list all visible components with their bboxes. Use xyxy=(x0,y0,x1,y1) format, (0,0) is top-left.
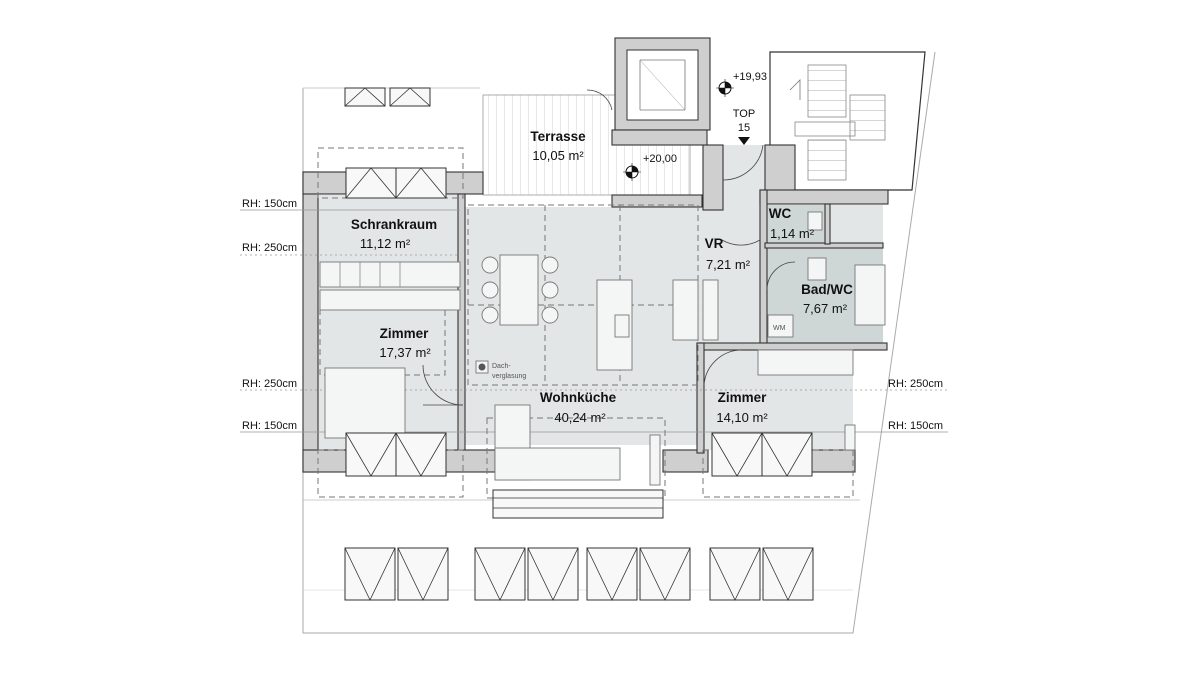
room-name-schrankraum: Schrankraum xyxy=(351,217,437,232)
room-area-zimmer-left: 17,37 m² xyxy=(379,345,431,360)
room-name-wohnkueche: Wohnküche xyxy=(540,390,617,405)
unit-number: 15 xyxy=(738,122,750,134)
entry-arrow-icon xyxy=(738,137,750,145)
washer-label: WM xyxy=(773,325,786,332)
level-marker-entry xyxy=(716,79,734,97)
unit-label: TOP xyxy=(733,108,755,120)
room-name-wc: WC xyxy=(769,206,792,221)
room-area-bad-wc: 7,67 m² xyxy=(803,301,848,316)
room-area-schrankraum: 11,12 m² xyxy=(360,236,411,251)
rh-right-150: RH: 150cm xyxy=(888,420,943,432)
furniture xyxy=(319,211,886,486)
roof-skylights xyxy=(344,547,814,601)
room-name-zimmer-left: Zimmer xyxy=(380,326,430,341)
eave-lines xyxy=(240,209,948,433)
level-terrace-value: +20,00 xyxy=(643,153,677,165)
skylight-note-line2: verglasung xyxy=(492,373,526,380)
room-name-terrasse: Terrasse xyxy=(530,129,586,144)
room-area-zimmer-right: 14,10 m² xyxy=(716,410,768,425)
stairwell xyxy=(769,51,926,191)
rh-left-250-lower: RH: 250cm xyxy=(242,378,297,390)
room-area-terrasse: 10,05 m² xyxy=(532,148,584,163)
room-area-vr: 7,21 m² xyxy=(706,257,751,272)
windows xyxy=(344,87,813,519)
rh-left-250-upper: RH: 250cm xyxy=(242,242,297,254)
room-area-wohnkueche: 40,24 m² xyxy=(554,410,606,425)
room-name-vr: VR xyxy=(705,236,724,251)
rh-left-150-lower: RH: 150cm xyxy=(242,420,297,432)
skylight-note-line1: Dach- xyxy=(492,363,511,370)
room-area-wc: 1,14 m² xyxy=(770,226,815,241)
room-name-zimmer-right: Zimmer xyxy=(718,390,768,405)
elevator xyxy=(614,37,711,131)
level-marker-terrace xyxy=(623,163,641,181)
walls xyxy=(302,129,889,473)
rh-right-250: RH: 250cm xyxy=(888,378,943,390)
doors xyxy=(422,89,796,406)
level-entry-value: +19,93 xyxy=(733,71,767,83)
rh-left-150-upper: RH: 150cm xyxy=(242,198,297,210)
room-name-bad-wc: Bad/WC xyxy=(801,282,853,297)
